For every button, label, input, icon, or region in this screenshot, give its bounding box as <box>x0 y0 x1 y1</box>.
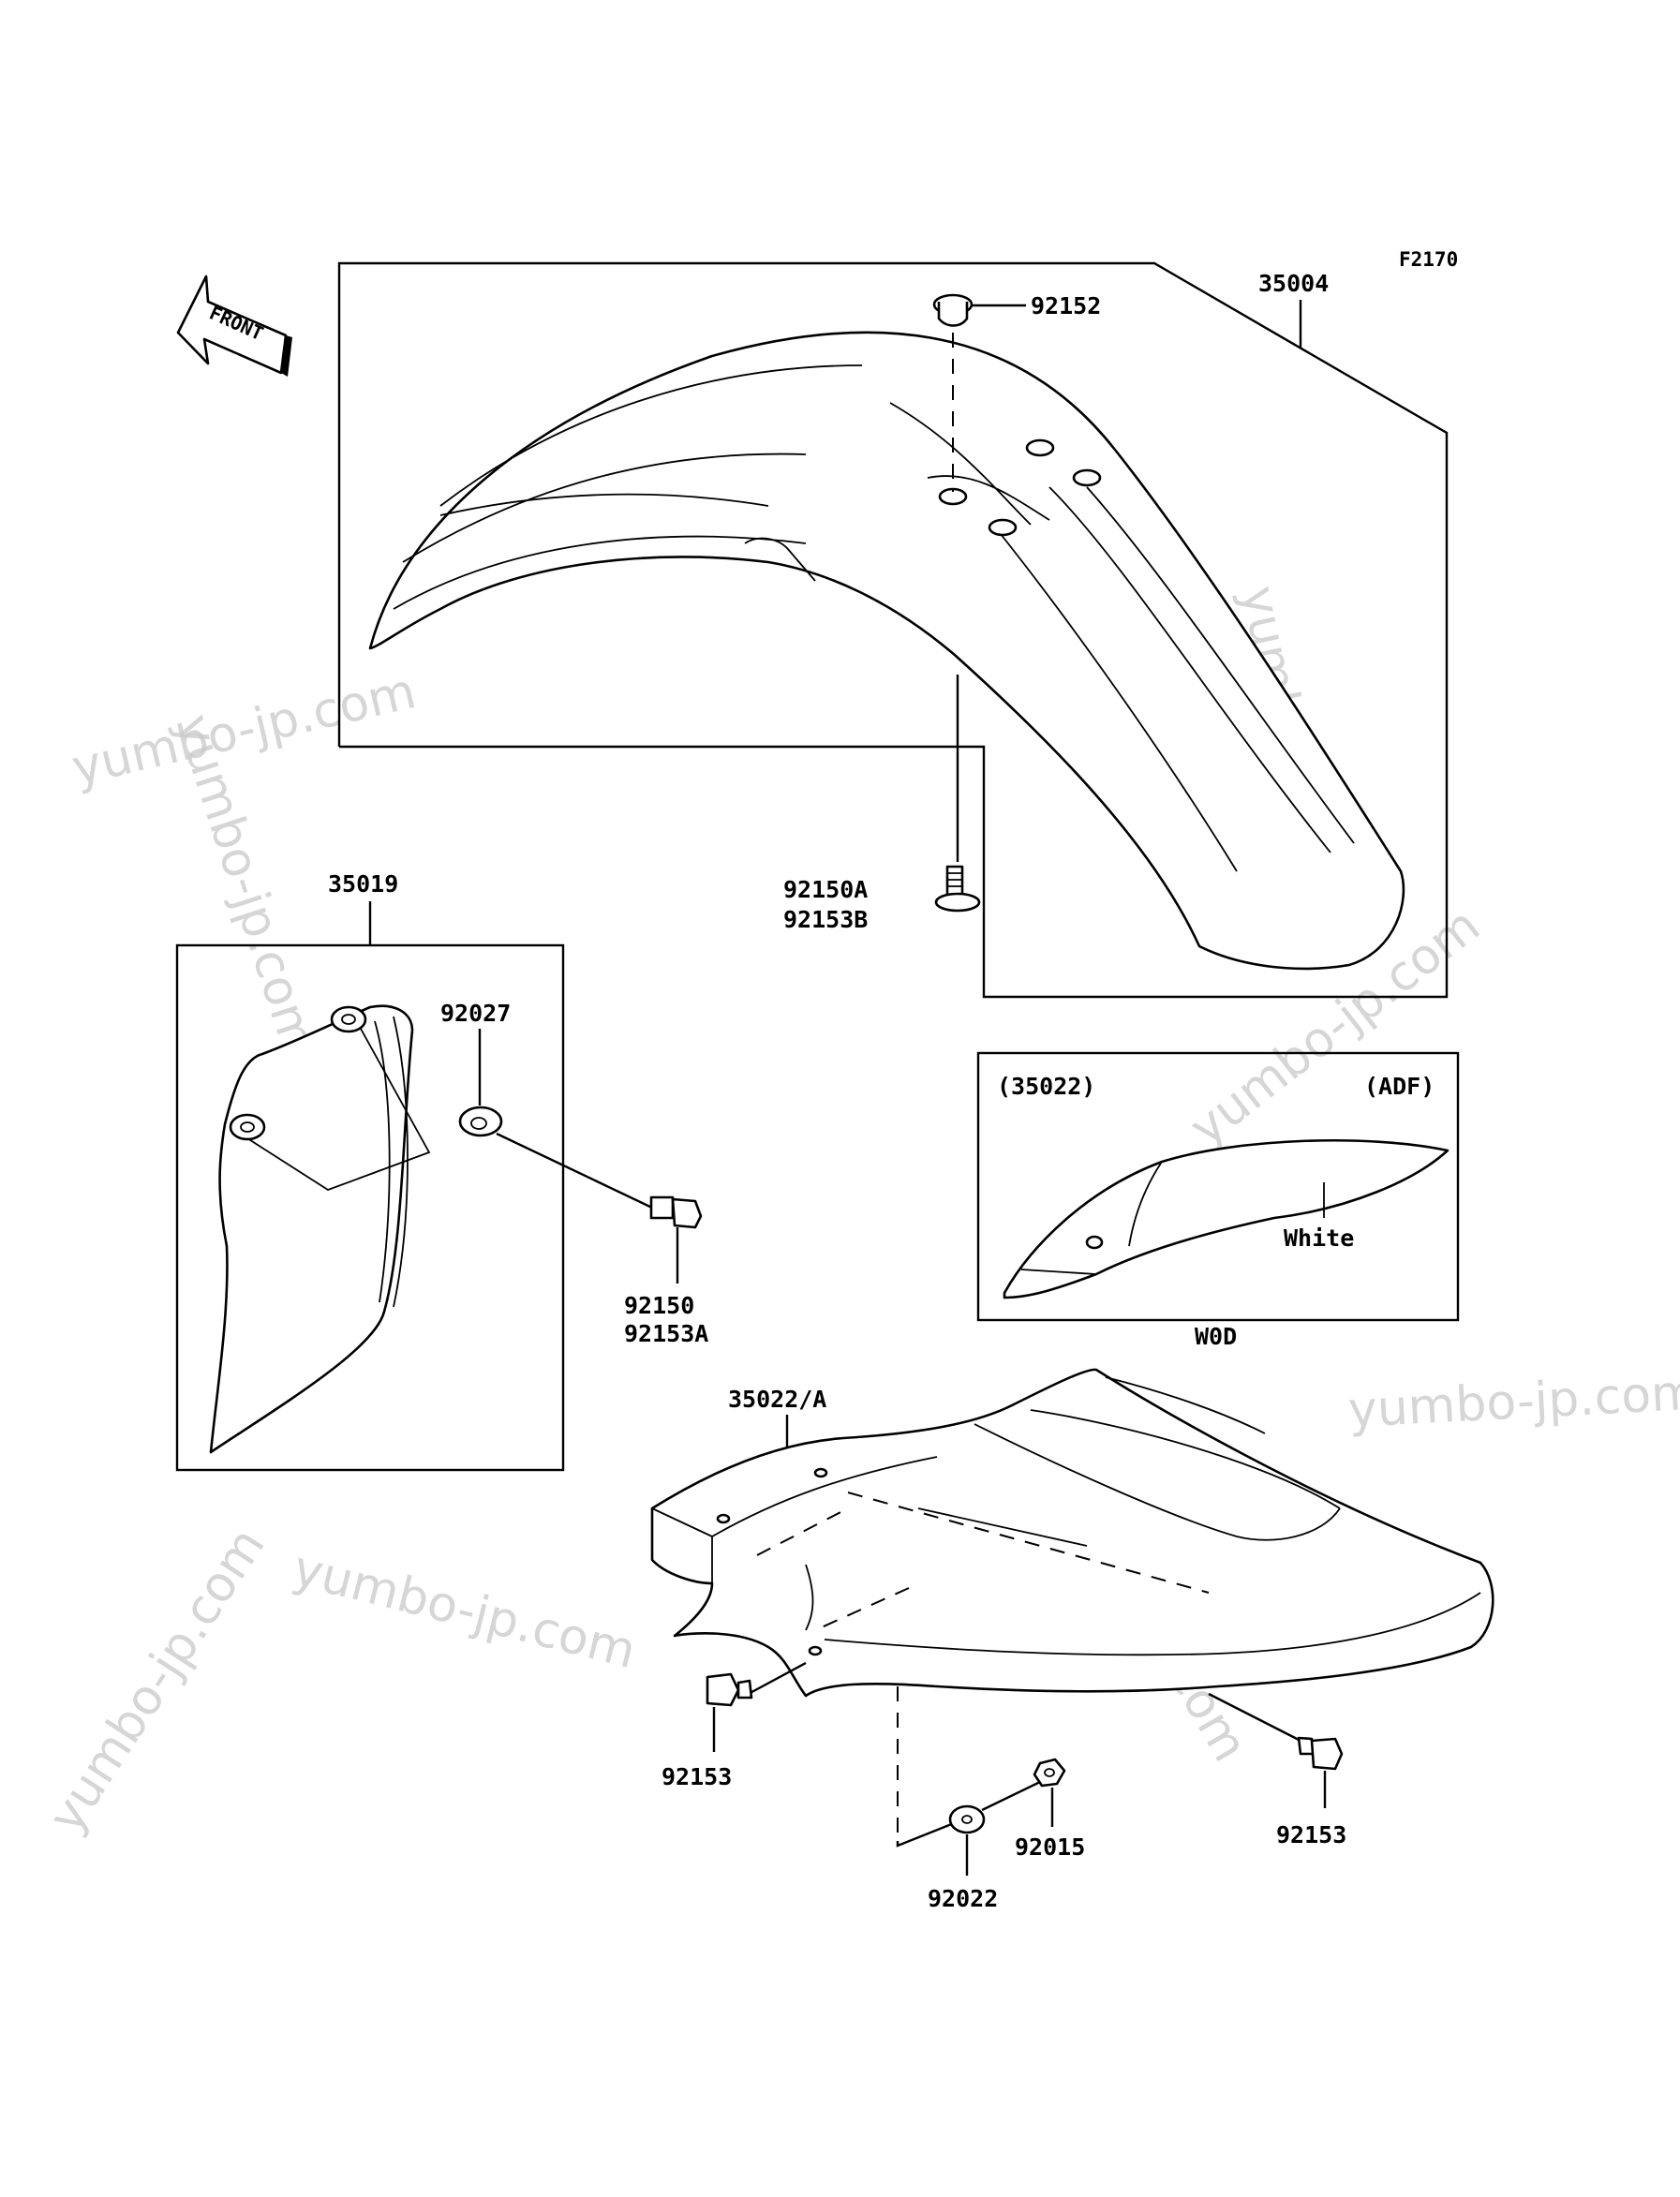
label-white: White <box>1284 1225 1354 1252</box>
fork-guard-group: 35019 92027 92150 92153A <box>175 870 708 1472</box>
label-92153-left: 92153 <box>662 1763 732 1790</box>
nut-icon <box>1033 1758 1066 1788</box>
bolt-front-fender-icon <box>934 865 981 913</box>
variant-group: (35022) (ADF) White W0D <box>976 1051 1460 1350</box>
rear-fender-group: 35022/A 92153 <box>650 1368 1494 1912</box>
watermark-5: yumbo-jp.com <box>1347 1364 1680 1438</box>
label-35022A: 35022/A <box>728 1386 826 1413</box>
figure-code: F2170 <box>1399 248 1458 271</box>
fork-guard <box>209 1004 431 1454</box>
label-92153-right: 92153 <box>1276 1821 1346 1848</box>
front-fender-group: 35004 92152 <box>337 261 1449 999</box>
bolt-rear-right-icon <box>1297 1736 1344 1771</box>
label-92150: 92150 <box>624 1292 694 1319</box>
watermark-1: yumbo-jp.com <box>67 663 421 797</box>
label-35004: 35004 <box>1258 270 1329 297</box>
bolt-guard-icon <box>649 1195 703 1229</box>
grommet-guard-icon <box>458 1106 503 1137</box>
label-92150A: 92150A <box>783 876 868 903</box>
label-adf: (ADF) <box>1364 1073 1435 1100</box>
washer-icon <box>948 1804 986 1834</box>
label-35022-variant: (35022) <box>997 1073 1095 1100</box>
rear-fender <box>650 1368 1494 1698</box>
grommet-top-icon <box>932 293 974 327</box>
label-92022: 92022 <box>928 1885 998 1912</box>
label-92153B: 92153B <box>783 906 868 933</box>
label-92153A: 92153A <box>624 1320 708 1347</box>
front-fender <box>368 331 1405 971</box>
watermark-8: yumbo-jp.com <box>38 1519 276 1843</box>
label-w0d: W0D <box>1195 1323 1237 1350</box>
front-arrow-icon: FRONT <box>176 275 292 377</box>
watermark-2: yumbo-jp.com <box>165 707 327 1058</box>
watermark-7: yumbo-jp.com <box>288 1540 641 1680</box>
bolt-rear-left-icon <box>706 1672 753 1707</box>
label-92027: 92027 <box>440 1000 511 1027</box>
variant-fender <box>1003 1138 1450 1299</box>
label-92015: 92015 <box>1015 1833 1085 1861</box>
label-92152: 92152 <box>1031 292 1101 319</box>
label-35019: 35019 <box>328 870 398 898</box>
